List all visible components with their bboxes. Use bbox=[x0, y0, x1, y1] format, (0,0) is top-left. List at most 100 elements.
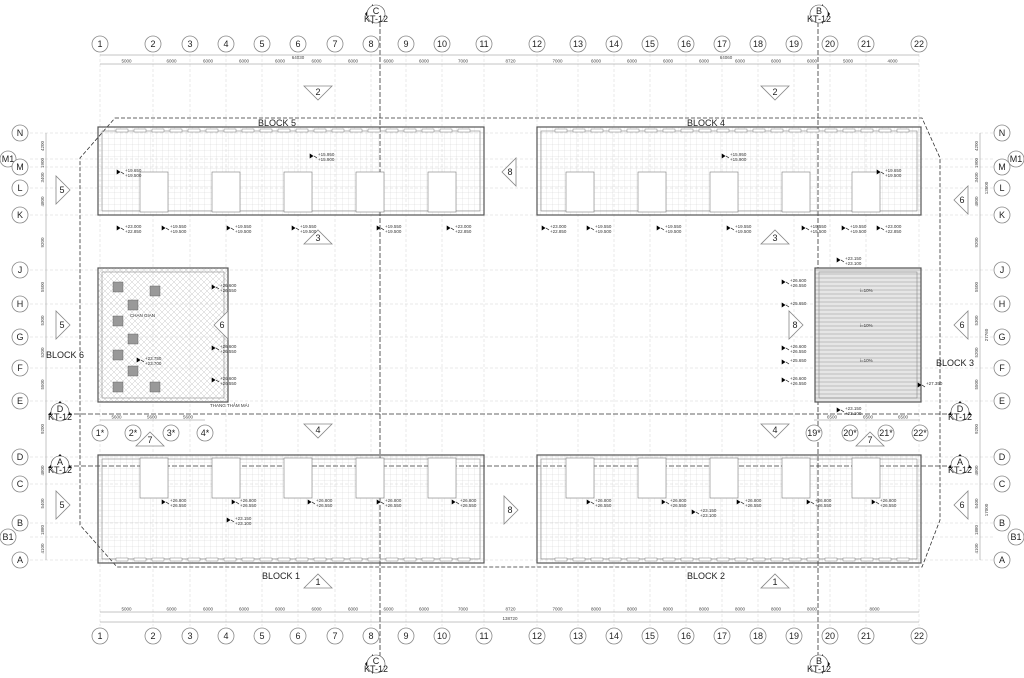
skylight bbox=[331, 128, 345, 133]
section-marker-c-top: CKT-12 bbox=[364, 4, 388, 24]
elevation-value: +19.550 bbox=[170, 224, 187, 229]
elevation-symbol-icon bbox=[781, 279, 790, 285]
elevation-symbol-icon bbox=[541, 225, 550, 231]
elevation-tag: +23.150+23.100 bbox=[226, 516, 252, 526]
grid-label: F bbox=[999, 363, 1005, 373]
view-marker-label: 6 bbox=[219, 320, 224, 330]
skylight bbox=[590, 557, 604, 562]
grid-bubble bbox=[362, 627, 380, 645]
dimension-value: 1880 bbox=[974, 524, 979, 535]
grid-bubble bbox=[749, 627, 767, 645]
slope-label: i=10% bbox=[860, 358, 873, 363]
view-marker-label: 3 bbox=[772, 233, 777, 243]
section-letter: A bbox=[957, 457, 963, 467]
view-marker-icon bbox=[953, 185, 969, 215]
elevation-symbol-icon bbox=[871, 499, 880, 505]
elevation-value: +26.550 bbox=[460, 503, 477, 508]
elevation-tag: +26.800+26.550 bbox=[161, 498, 187, 508]
dimension-total: 64060 bbox=[720, 55, 733, 60]
elevation-value: +19.650 bbox=[125, 168, 142, 173]
skylight bbox=[259, 128, 273, 133]
grid-label: 18 bbox=[753, 39, 763, 49]
grid-bubble bbox=[857, 35, 875, 53]
grid-bubble bbox=[253, 627, 271, 645]
elevation-value: +26.600 bbox=[790, 344, 807, 349]
grid-bubble bbox=[910, 627, 928, 645]
skylight bbox=[644, 128, 658, 133]
grid-bubble bbox=[569, 627, 587, 645]
elevation-symbol-icon bbox=[656, 225, 665, 231]
dimension-value: 8720 bbox=[505, 607, 516, 612]
elevation-tag: +19.650+19.500 bbox=[116, 168, 142, 178]
grid-label: 7 bbox=[332, 39, 337, 49]
view-marker-icon bbox=[213, 310, 229, 340]
grid-bubble bbox=[433, 627, 451, 645]
elevation-symbol-icon bbox=[876, 169, 885, 175]
elevation-tag: +26.800+26.550 bbox=[231, 498, 257, 508]
view-marker-icon bbox=[303, 423, 333, 439]
dimension-value: 6000 bbox=[275, 607, 286, 612]
section-marker-d-left: DKT-12 bbox=[48, 401, 72, 422]
section-bubble bbox=[366, 4, 386, 24]
skylight bbox=[205, 557, 219, 562]
skylight bbox=[169, 128, 183, 133]
grid-bubble bbox=[641, 627, 659, 645]
grid-label: N bbox=[999, 128, 1006, 138]
elevation-value: +26.800 bbox=[670, 498, 687, 503]
elevation-symbol-icon bbox=[161, 499, 170, 505]
elevation-value: +26.600 bbox=[220, 344, 237, 349]
grid-bubble bbox=[11, 448, 29, 466]
section-letter: D bbox=[57, 404, 64, 414]
grid-label: 5 bbox=[259, 39, 264, 49]
elevation-value: +26.800 bbox=[460, 498, 477, 503]
grid-label: M bbox=[998, 162, 1006, 172]
elevation-value: +22.850 bbox=[550, 229, 567, 234]
elevation-symbol-icon bbox=[586, 225, 595, 231]
grid-label: 17 bbox=[717, 631, 727, 641]
elevation-symbol-icon bbox=[376, 225, 385, 231]
elevation-symbol-icon bbox=[736, 499, 745, 505]
grid-bubble bbox=[857, 627, 875, 645]
grid-bubble bbox=[11, 206, 29, 224]
elevation-value: +26.800 bbox=[745, 498, 762, 503]
grid-label: 14 bbox=[609, 631, 619, 641]
view-marker-label: 6 bbox=[959, 195, 964, 205]
grid-label: A bbox=[17, 555, 23, 565]
elevation-symbol-icon bbox=[226, 225, 235, 231]
grid-label: 1 bbox=[97, 39, 102, 49]
view-marker-label: 2 bbox=[315, 87, 320, 97]
grid-bubble bbox=[11, 475, 29, 493]
skylight bbox=[752, 557, 766, 562]
dimension-value: 5200 bbox=[40, 347, 45, 358]
skylight bbox=[277, 557, 291, 562]
grid-label: L bbox=[999, 183, 1004, 193]
skylight bbox=[662, 128, 676, 133]
grid-bubble bbox=[605, 627, 623, 645]
elevation-tag: +26.600+26.550 bbox=[211, 283, 237, 293]
grid-bubble bbox=[11, 392, 29, 410]
grid-label: J bbox=[1000, 265, 1005, 275]
section-letter: D bbox=[957, 404, 964, 414]
grid-bubble bbox=[475, 627, 493, 645]
dimension-value: 6000 bbox=[239, 59, 250, 64]
elevation-symbol-icon bbox=[781, 377, 790, 383]
grid-label: 9 bbox=[403, 631, 408, 641]
elevation-value: +19.650 bbox=[885, 168, 902, 173]
view-marker-icon bbox=[855, 431, 885, 447]
dimension-value: 5500 bbox=[974, 379, 979, 390]
elevation-value: +26.550 bbox=[790, 349, 807, 354]
elevation-tag: +26.600+26.550 bbox=[211, 344, 237, 354]
elevation-value: +26.550 bbox=[220, 349, 237, 354]
elevation-value: +26.600 bbox=[220, 376, 237, 381]
dimension-value: 6000 bbox=[203, 607, 214, 612]
skylight bbox=[133, 128, 147, 133]
skylight bbox=[439, 128, 453, 133]
section-letter: B bbox=[816, 6, 822, 16]
elevation-value: +19.550 bbox=[595, 224, 612, 229]
dimension-value: 6000 bbox=[807, 59, 818, 64]
grid-label: 21 bbox=[861, 631, 871, 641]
grid-bubble bbox=[326, 627, 344, 645]
slope-label: i=10% bbox=[860, 288, 873, 293]
view-marker-label: 1 bbox=[315, 577, 320, 587]
section-bubble bbox=[366, 654, 386, 674]
